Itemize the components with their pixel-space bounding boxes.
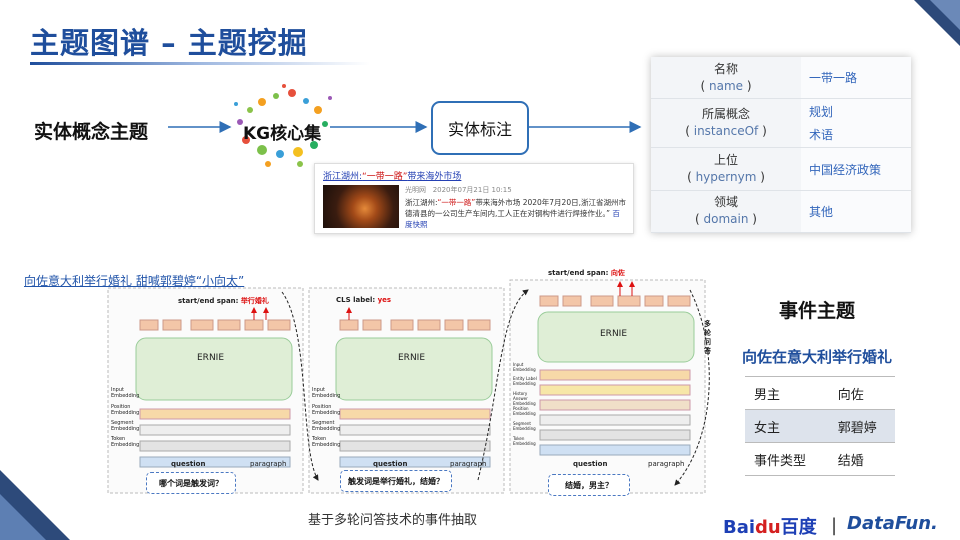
- table-row: 上位( hypernym ) 中国经济政策: [651, 147, 911, 191]
- news-snippet-card: 浙江湖州:“一带一路”带来海外市场 光明网 2020年07月21日 10:15 …: [314, 163, 634, 234]
- kg-dots-graphic: [234, 84, 332, 167]
- row-key: 上位( hypernym ): [651, 147, 801, 191]
- emb-label: Entity Label Embedding: [513, 376, 537, 386]
- event-value: 结婚: [828, 442, 895, 476]
- emb-label: Segment Embedding: [312, 420, 341, 432]
- logo-separator: |: [831, 515, 838, 536]
- emb-label: Input Embedding: [513, 362, 536, 372]
- snapshot-link[interactable]: 百度快照: [405, 209, 620, 229]
- entity-annotation-box: 实体标注: [431, 101, 529, 155]
- ernie-block-3: [537, 311, 695, 363]
- emb-label: Position Embedding: [111, 404, 140, 416]
- question-box-3: 结婚，男主？: [548, 474, 630, 496]
- ernie-label-1: ERNIE: [197, 353, 225, 363]
- event-topic-title: 事件主题: [779, 300, 856, 322]
- corner-decoration: [0, 494, 46, 540]
- kg-core-set-label: KG核心集: [243, 124, 322, 144]
- question-label: question: [171, 460, 206, 468]
- news-body: 浙江湖州:“一带一路”带来海外市场 2020年7月20日,浙江省湖州市德清县的一…: [405, 198, 626, 229]
- flow-arrow-3-out: [674, 289, 710, 486]
- news-title-link[interactable]: 浙江湖州:“一带一路”带来海外市场: [323, 172, 462, 182]
- multi-qa-label: 多轮问答: [704, 320, 711, 355]
- question-label: question: [573, 460, 608, 468]
- example-sentence: 向佐意大利举行婚礼 甜喊郭碧婷“小向太”: [24, 274, 245, 288]
- emb-label: Position Embedding: [513, 406, 536, 416]
- question-box-2: 触发词是举行婚礼，结婚？: [340, 470, 452, 492]
- event-table: 男主向佐 女主郭碧婷 事件类型结婚: [745, 376, 895, 476]
- corner-decoration: [930, 0, 960, 30]
- emb-label: Token Embedding: [312, 436, 341, 448]
- question-label: question: [373, 460, 408, 468]
- question-box-1: 哪个词是触发词？: [146, 472, 236, 494]
- baidu-logo: Baidu百度: [723, 517, 817, 538]
- news-thumbnail: [323, 185, 399, 228]
- entity-concept-label: 实体概念主题: [34, 121, 149, 143]
- diagram-caption: 基于多轮问答技术的事件抽取: [308, 513, 478, 528]
- ernie-block-1: [135, 337, 293, 401]
- row-key: 所属概念( instanceOf ): [651, 98, 801, 149]
- event-subtitle: 向佐在意大利举行婚礼: [742, 348, 893, 366]
- flow-arrow-2-3: [477, 289, 529, 481]
- event-key: 女主: [745, 409, 829, 443]
- row-value: 中国经济政策: [801, 147, 911, 191]
- embedding-rows-3: [539, 369, 691, 456]
- ernie-block-2: [335, 337, 493, 401]
- table-row: 女主郭碧婷: [745, 409, 895, 443]
- emb-label: Token Embedding: [513, 436, 536, 446]
- flow-arrow-1-2: [281, 291, 319, 481]
- event-value: 郭碧婷: [828, 409, 895, 443]
- row-value: 其他: [801, 190, 911, 234]
- emb-label: Input Embedding: [312, 387, 341, 399]
- table-row: 所属概念( instanceOf ) 规划术语: [651, 98, 911, 149]
- table-row: 男主向佐: [745, 376, 895, 410]
- emb-label: Position Embedding: [312, 404, 341, 416]
- cls-label: CLS label: yes: [336, 296, 392, 304]
- event-value: 向佐: [828, 376, 895, 410]
- row-key: 名称( name ): [651, 57, 801, 100]
- emb-label: Token Embedding: [111, 436, 140, 448]
- title-underline: [30, 62, 370, 65]
- ernie-label-3: ERNIE: [600, 329, 628, 339]
- span-label-1: start/end span: 举行婚礼: [178, 297, 269, 305]
- output-tokens-2: [339, 319, 491, 331]
- row-value: 一带一路: [801, 57, 911, 100]
- emb-label: History Answer Embedding: [513, 391, 536, 406]
- emb-label: Input Embedding: [111, 387, 140, 399]
- entity-info-table: 名称( name ) 一带一路 所属概念( instanceOf ) 规划术语 …: [651, 57, 911, 234]
- paragraph-label: paragraph: [648, 460, 685, 468]
- news-meta: 光明网 2020年07月21日 10:15: [405, 186, 512, 194]
- flow-arrows: [168, 84, 642, 167]
- row-key: 领域( domain ): [651, 190, 801, 234]
- row-value: 规划术语: [801, 98, 911, 149]
- emb-label: Segment Embedding: [111, 420, 140, 432]
- embedding-rows-2: [339, 408, 491, 468]
- qa-diagram: [107, 279, 710, 494]
- event-key: 男主: [745, 376, 829, 410]
- table-row: 事件类型结婚: [745, 442, 895, 476]
- paragraph-label: paragraph: [250, 460, 287, 468]
- span-label-3: start/end span: 向佐: [548, 269, 625, 277]
- emb-label: Segment Embedding: [513, 421, 536, 431]
- output-tokens-3: [539, 295, 691, 307]
- datafun-logo: DataFun.: [847, 513, 938, 534]
- table-row: 领域( domain ) 其他: [651, 190, 911, 234]
- table-row: 名称( name ) 一带一路: [651, 57, 911, 100]
- paragraph-label: paragraph: [450, 460, 487, 468]
- ernie-label-2: ERNIE: [398, 353, 426, 363]
- event-key: 事件类型: [745, 442, 829, 476]
- slide-title: 主题图谱 – 主题挖掘: [30, 26, 308, 60]
- output-tokens-1: [139, 319, 291, 331]
- embedding-rows-1: [139, 408, 291, 468]
